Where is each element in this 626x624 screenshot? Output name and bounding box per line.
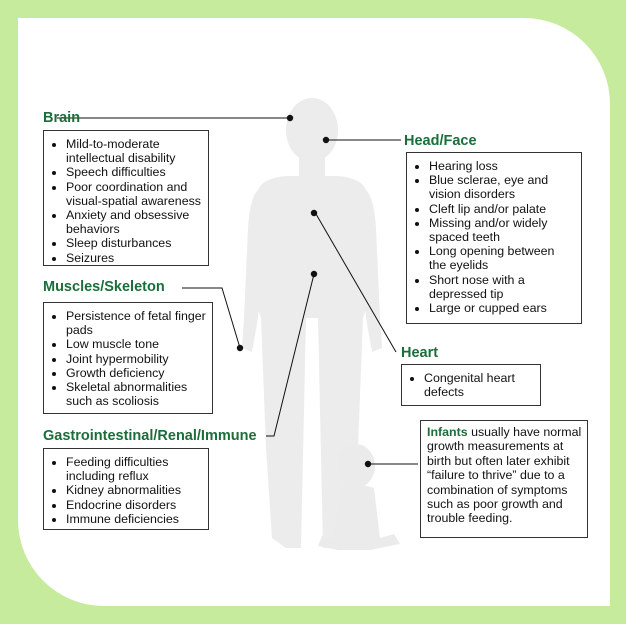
- list-item: Blue sclerae, eye and vision disorders: [429, 173, 575, 201]
- list-item: Joint hypermobility: [66, 352, 206, 366]
- muscles-skeleton-heading: Muscles/Skeleton: [43, 279, 165, 295]
- list-item: Persistence of fetal finger pads: [66, 309, 206, 337]
- list-item: Congenital heart defects: [424, 371, 534, 399]
- list-item: Anxiety and obsessive behaviors: [66, 208, 202, 236]
- muscles-skeleton-box: Persistence of fetal finger pads Low mus…: [43, 302, 213, 414]
- list-item: Skeletal abnormalities such as scoliosis: [66, 380, 206, 408]
- list-item: Missing and/or widely spaced teeth: [429, 216, 575, 244]
- heart-box: Congenital heart defects: [401, 364, 541, 406]
- connector-lines: [57, 117, 418, 465]
- gi-list: Feeding difficulties including reflux Ki…: [44, 449, 208, 531]
- list-item: Endocrine disorders: [66, 498, 202, 512]
- list-item: Cleft lip and/or palate: [429, 202, 575, 216]
- list-item: Immune deficiencies: [66, 512, 202, 526]
- list-item: Feeding difficulties including reflux: [66, 455, 202, 483]
- list-item: Hearing loss: [429, 159, 575, 173]
- infants-description: usually have normal growth measurements …: [427, 425, 582, 526]
- infants-text: Infants usually have normal growth measu…: [421, 421, 587, 530]
- list-item: Large or cupped ears: [429, 301, 575, 315]
- gi-heading: Gastrointestinal/Renal/Immune: [43, 428, 257, 444]
- list-item: Growth deficiency: [66, 366, 206, 380]
- muscles-skeleton-list: Persistence of fetal finger pads Low mus…: [44, 303, 212, 413]
- list-item: Short nose with a depressed tip: [429, 273, 575, 301]
- body-illustration: [57, 98, 418, 550]
- heart-heading: Heart: [401, 345, 439, 361]
- head-face-heading: Head/Face: [404, 133, 477, 149]
- list-item: Seizures: [66, 251, 202, 265]
- infant-silhouette: [318, 444, 400, 550]
- head-face-box: Hearing loss Blue sclerae, eye and visio…: [406, 152, 582, 324]
- anchor-points: [236, 114, 372, 468]
- list-item: Sleep disturbances: [66, 236, 202, 250]
- head-face-list: Hearing loss Blue sclerae, eye and visio…: [407, 153, 581, 320]
- list-item: Long opening between the eyelids: [429, 244, 575, 272]
- heart-list: Congenital heart defects: [402, 365, 540, 404]
- list-item: Kidney abnormalities: [66, 483, 202, 497]
- list-item: Poor coordination and visual-spatial awa…: [66, 180, 202, 208]
- list-item: Mild-to-moderate intellectual disability: [66, 137, 202, 165]
- brain-heading: Brain: [43, 110, 81, 126]
- infants-highlight: Infants: [427, 425, 468, 439]
- diagram-card: Brain Mild-to-moderate intellectual disa…: [18, 18, 610, 606]
- infants-box: Infants usually have normal growth measu…: [420, 420, 588, 538]
- gi-box: Feeding difficulties including reflux Ki…: [43, 448, 209, 530]
- brain-box: Mild-to-moderate intellectual disability…: [43, 130, 209, 266]
- list-item: Low muscle tone: [66, 337, 206, 351]
- brain-list: Mild-to-moderate intellectual disability…: [44, 131, 208, 270]
- list-item: Speech difficulties: [66, 165, 202, 179]
